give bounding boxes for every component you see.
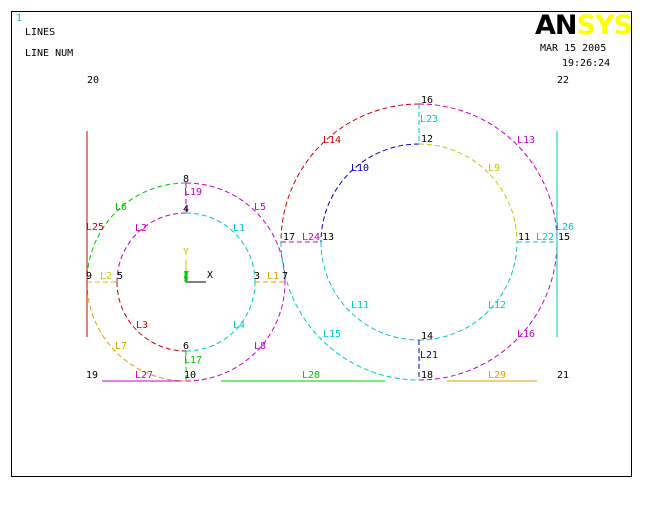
line-label: L19	[184, 187, 203, 198]
line-label: L28	[302, 370, 321, 381]
keypoint-label: 7	[282, 271, 289, 282]
line-label: L5	[254, 202, 267, 213]
keypoint-label: 15	[558, 232, 571, 243]
line-L15	[280, 241, 420, 381]
line-label: L22	[536, 232, 555, 243]
keypoint-label: 12	[421, 134, 434, 145]
plot-title-lines: LINES	[25, 27, 56, 38]
line-L2	[116, 212, 187, 283]
keypoint-label: 21	[557, 370, 570, 381]
line-L8	[185, 281, 286, 382]
line-label: L4	[233, 320, 246, 331]
line-L3	[116, 281, 187, 352]
triad-y-label: Y	[183, 247, 190, 258]
keypoint-label: 14	[421, 331, 434, 342]
line-label: L2	[100, 271, 113, 282]
line-label: L2	[135, 223, 148, 234]
line-label: L14	[323, 135, 342, 146]
line-label: L10	[351, 163, 370, 174]
keypoint-label: 5	[117, 271, 124, 282]
line-label: L24	[302, 232, 321, 243]
keypoint-label: 3	[254, 271, 261, 282]
keypoint-label: 4	[183, 204, 190, 215]
line-L6	[86, 182, 187, 283]
line-label: L21	[420, 350, 439, 361]
line-label: L3	[136, 320, 149, 331]
line-L12	[418, 241, 518, 341]
ansys-logo-sys: SYS	[576, 10, 633, 41]
keypoint-label: 6	[183, 341, 190, 352]
line-label: L29	[488, 370, 507, 381]
line-L16	[418, 241, 558, 381]
line-L9	[418, 143, 518, 243]
line-label: L15	[323, 329, 342, 340]
line-label: L17	[184, 355, 203, 366]
ansys-logo-an: AN	[535, 10, 577, 41]
line-L4	[185, 281, 256, 352]
line-L7	[86, 281, 187, 382]
keypoint-label: 11	[518, 232, 531, 243]
triad-x-label: X	[207, 270, 214, 281]
axis-triad	[184, 260, 206, 283]
keypoint-label: 10	[184, 370, 197, 381]
ansys-logo: ANSYS	[535, 10, 633, 41]
keypoint-label: 19	[86, 370, 99, 381]
line-L11	[320, 241, 420, 341]
line-label: L11	[351, 300, 370, 311]
keypoint-label: 17	[283, 232, 296, 243]
line-label: L27	[135, 370, 154, 381]
plot-time: 19:26:24	[562, 58, 611, 69]
line-label: L12	[488, 300, 507, 311]
keypoint-label: 9	[86, 271, 93, 282]
plot-date: MAR 15 2005	[540, 43, 607, 54]
line-label: L16	[517, 329, 536, 340]
line-label: L25	[86, 222, 105, 233]
line-label: L8	[254, 341, 267, 352]
line-L14	[280, 103, 420, 243]
keypoint-label: 16	[421, 95, 434, 106]
plot-title-line-num: LINE NUM	[25, 48, 74, 59]
line-label: L7	[115, 341, 128, 352]
keypoint-label: 18	[421, 370, 434, 381]
line-label: L9	[488, 163, 501, 174]
window-number: 1	[16, 13, 23, 24]
line-label: L13	[517, 135, 536, 146]
line-label: L1	[233, 223, 246, 234]
keypoint-label: 8	[183, 174, 190, 185]
line-L10	[320, 143, 420, 243]
keypoint-label: 13	[322, 232, 335, 243]
keypoint-label: 22	[557, 75, 570, 86]
line-label: L6	[115, 202, 128, 213]
line-label: L26	[556, 222, 575, 233]
keypoint-label: 20	[87, 75, 100, 86]
line-label: L23	[420, 114, 439, 125]
triad-z-label: Z	[183, 270, 190, 281]
line-L13	[418, 103, 558, 243]
line-label: L1	[267, 271, 280, 282]
line-L5	[185, 182, 286, 283]
